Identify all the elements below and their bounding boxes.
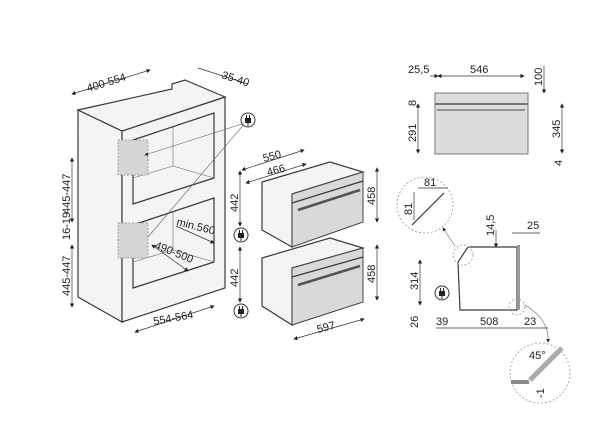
cabinet-side <box>77 109 123 324</box>
dim-oven-depth-body: 466 <box>266 163 287 179</box>
dim-bottom: 4 <box>553 160 565 166</box>
dim-total-height: 345 <box>551 120 563 138</box>
dim-cabinet-depth: 400-554 <box>85 72 127 95</box>
dim-angle: 45° <box>529 350 546 362</box>
front-view-oven <box>434 92 529 155</box>
detail-chamfer <box>396 176 454 234</box>
cabinet-drawing: 400-554 35-40 445-447 16-19 445-447 min.… <box>61 67 256 333</box>
dim-rear: 39 <box>436 316 448 328</box>
dim-upper-front-height: 458 <box>366 187 378 205</box>
dim-top-gap: 14,5 <box>485 215 497 236</box>
dim-lower-body-height: 442 <box>229 269 241 287</box>
dim-base: 26 <box>409 316 421 328</box>
lower-socket-area <box>117 222 149 259</box>
plug-icon <box>233 227 249 243</box>
front-view: 25,5 546 100 8 291 345 4 <box>407 64 565 166</box>
dim-offset: -1 <box>535 388 547 398</box>
dim-cabinet-width: 554-564 <box>152 309 194 328</box>
dim-door: 25 <box>527 220 539 232</box>
dim-upper-body-height: 442 <box>229 194 241 212</box>
dim-upper-height: 445-447 <box>61 174 73 214</box>
dim-left-offset: 25,5 <box>408 64 429 76</box>
dim-lower-height: 445-447 <box>61 256 73 296</box>
dim-oven-depth-total: 550 <box>262 149 283 165</box>
plug-icon <box>240 112 256 128</box>
dim-height: 314 <box>409 272 421 290</box>
dim-strip: 8 <box>407 100 419 106</box>
cabinet-top <box>76 79 227 132</box>
ovens-drawing: 550 466 442 458 442 458 597 <box>229 149 380 341</box>
upper-oven-door <box>291 171 364 248</box>
dim-chamfer-h: 81 <box>403 203 415 215</box>
dim-front: 23 <box>524 316 536 328</box>
side-profile <box>457 246 518 311</box>
dim-front-width: 597 <box>316 320 337 336</box>
dim-top: 100 <box>533 68 545 86</box>
dim-depth: 508 <box>480 316 498 328</box>
dim-lower-front-height: 458 <box>366 265 378 283</box>
plug-icon <box>233 303 249 319</box>
plug-icon <box>434 285 450 301</box>
lower-oven-door <box>291 247 364 326</box>
dim-back-gap: 35-40 <box>220 69 250 89</box>
dim-gap: 16-19 <box>61 212 73 240</box>
dim-front-width: 546 <box>470 64 488 76</box>
dim-body-height: 291 <box>407 124 419 142</box>
dim-chamfer-w: 81 <box>424 177 436 189</box>
upper-socket-area <box>117 139 149 176</box>
detail-door-angle <box>509 342 571 404</box>
side-view: 81 81 14,5 25 314 26 39 508 23 45° -1 <box>396 176 571 404</box>
